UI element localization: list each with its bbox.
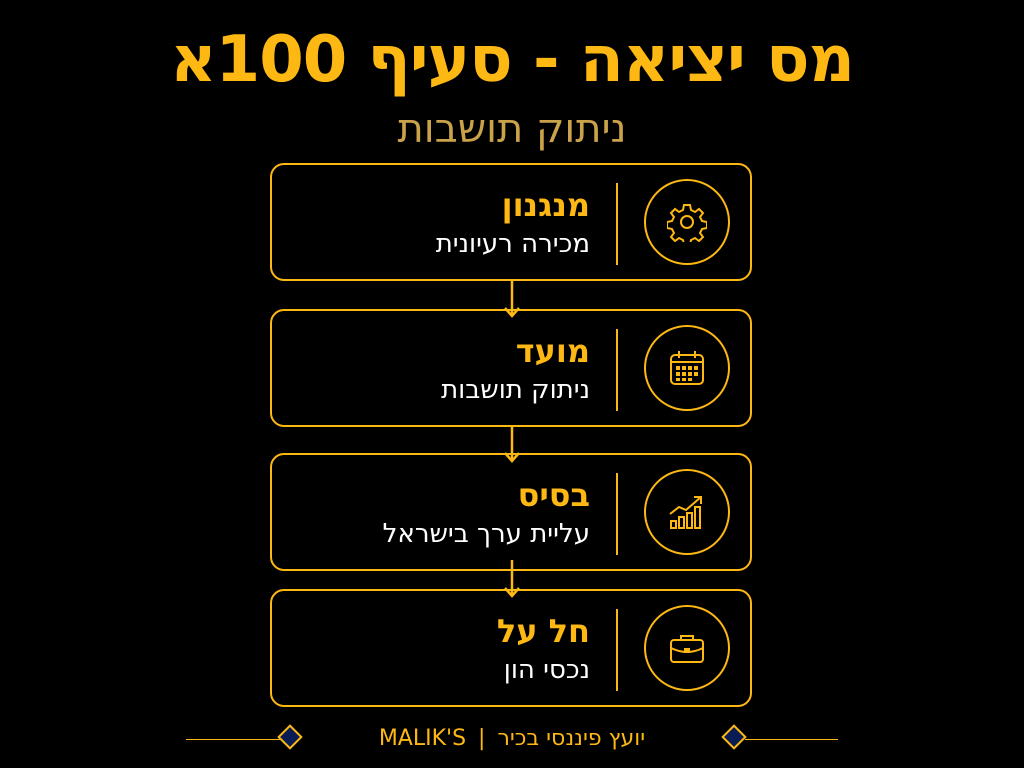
page-title: מס יציאה - סעיף 100א — [170, 23, 855, 97]
card-subtitle: מכירה רעיונית — [435, 229, 590, 259]
footer-tagline: יועץ פיננסי בכיר — [497, 726, 646, 751]
card-mechanism: מנגנון מכירה רעיונית — [270, 163, 752, 281]
footer-line-left — [186, 739, 281, 740]
footer-line-right — [745, 739, 838, 740]
card-timing: מועד ניתוק תושבות — [270, 309, 752, 427]
card-subtitle: ניתוק תושבות — [441, 375, 590, 405]
card-basis: בסיס עליית ערך בישראל — [270, 453, 752, 571]
footer-separator: | — [478, 726, 486, 751]
card-subtitle: נכסי הון — [503, 655, 590, 685]
gear-icon — [644, 179, 730, 265]
arrow-down-icon — [504, 425, 520, 463]
card-divider — [616, 609, 618, 691]
card-divider — [616, 473, 618, 555]
card-title: מנגנון — [501, 186, 590, 224]
briefcase-icon — [644, 605, 730, 691]
card-subtitle: עליית ערך בישראל — [382, 519, 590, 549]
card-applies-to: חל על נכסי הון — [270, 589, 752, 707]
card-title: מועד — [515, 332, 590, 370]
page-subtitle: ניתוק תושבות — [397, 106, 627, 152]
card-divider — [616, 183, 618, 265]
card-divider — [616, 329, 618, 411]
footer-brand: MALIK'S — [378, 726, 467, 751]
card-title: בסיס — [517, 476, 590, 514]
card-title: חל על — [496, 612, 590, 650]
growth-chart-icon — [644, 469, 730, 555]
footer: יועץ פיננסי בכיר | MALIK'S — [0, 724, 1024, 754]
calendar-icon — [644, 325, 730, 411]
